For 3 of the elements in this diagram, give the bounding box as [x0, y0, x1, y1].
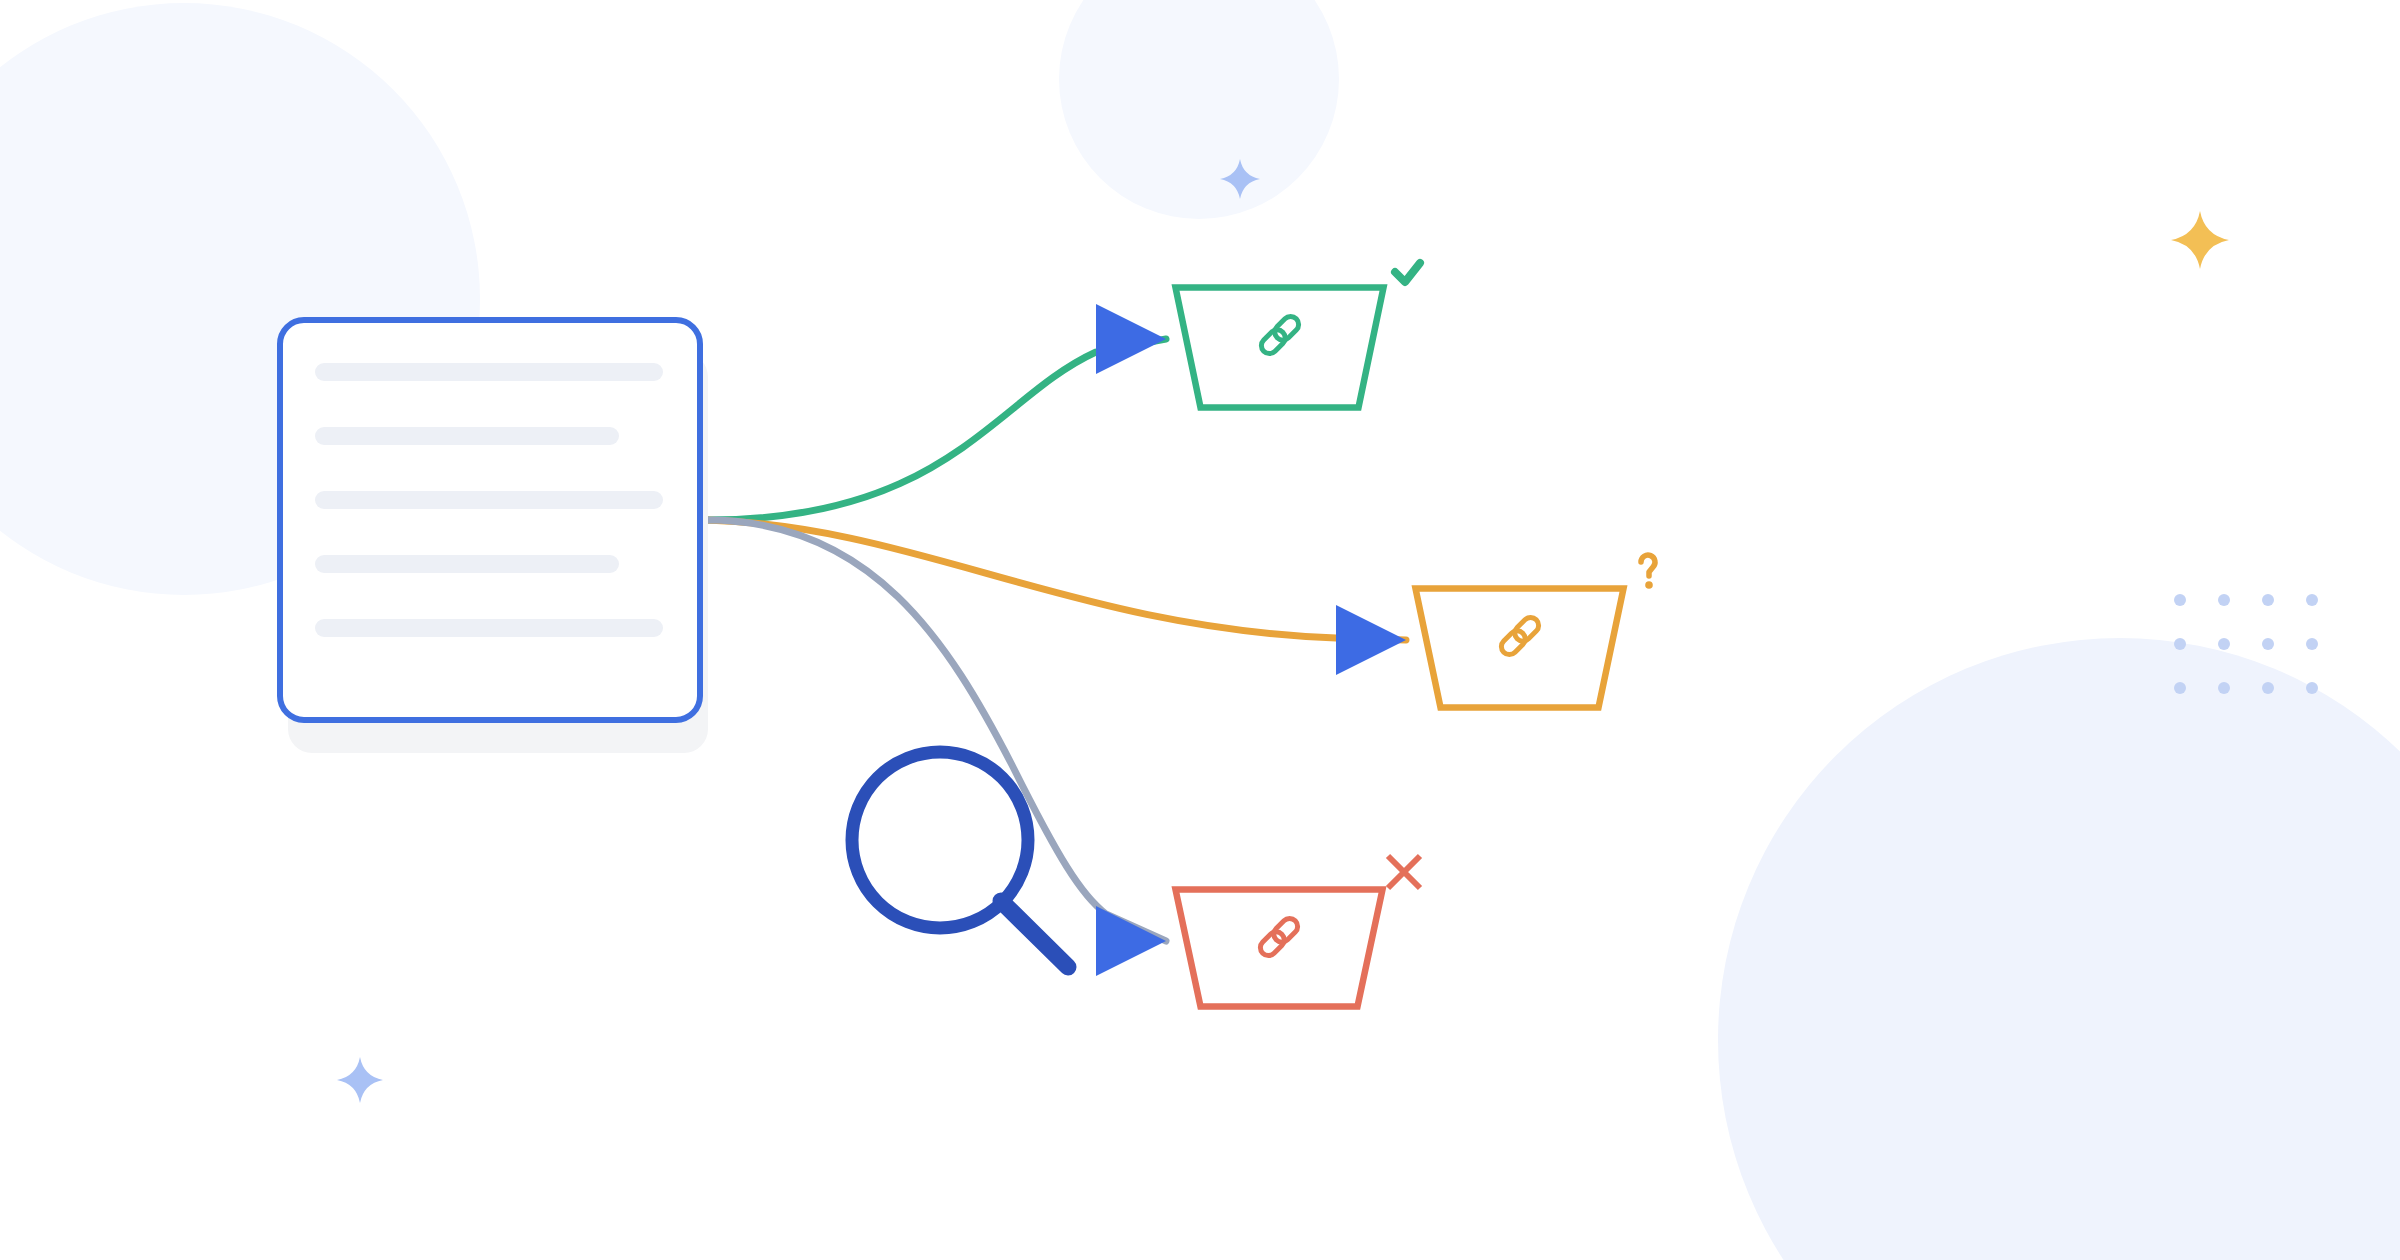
trapezoid-frame — [1412, 585, 1627, 711]
trapezoid-frame — [1172, 886, 1386, 1010]
trapezoid-frame — [1172, 284, 1387, 411]
